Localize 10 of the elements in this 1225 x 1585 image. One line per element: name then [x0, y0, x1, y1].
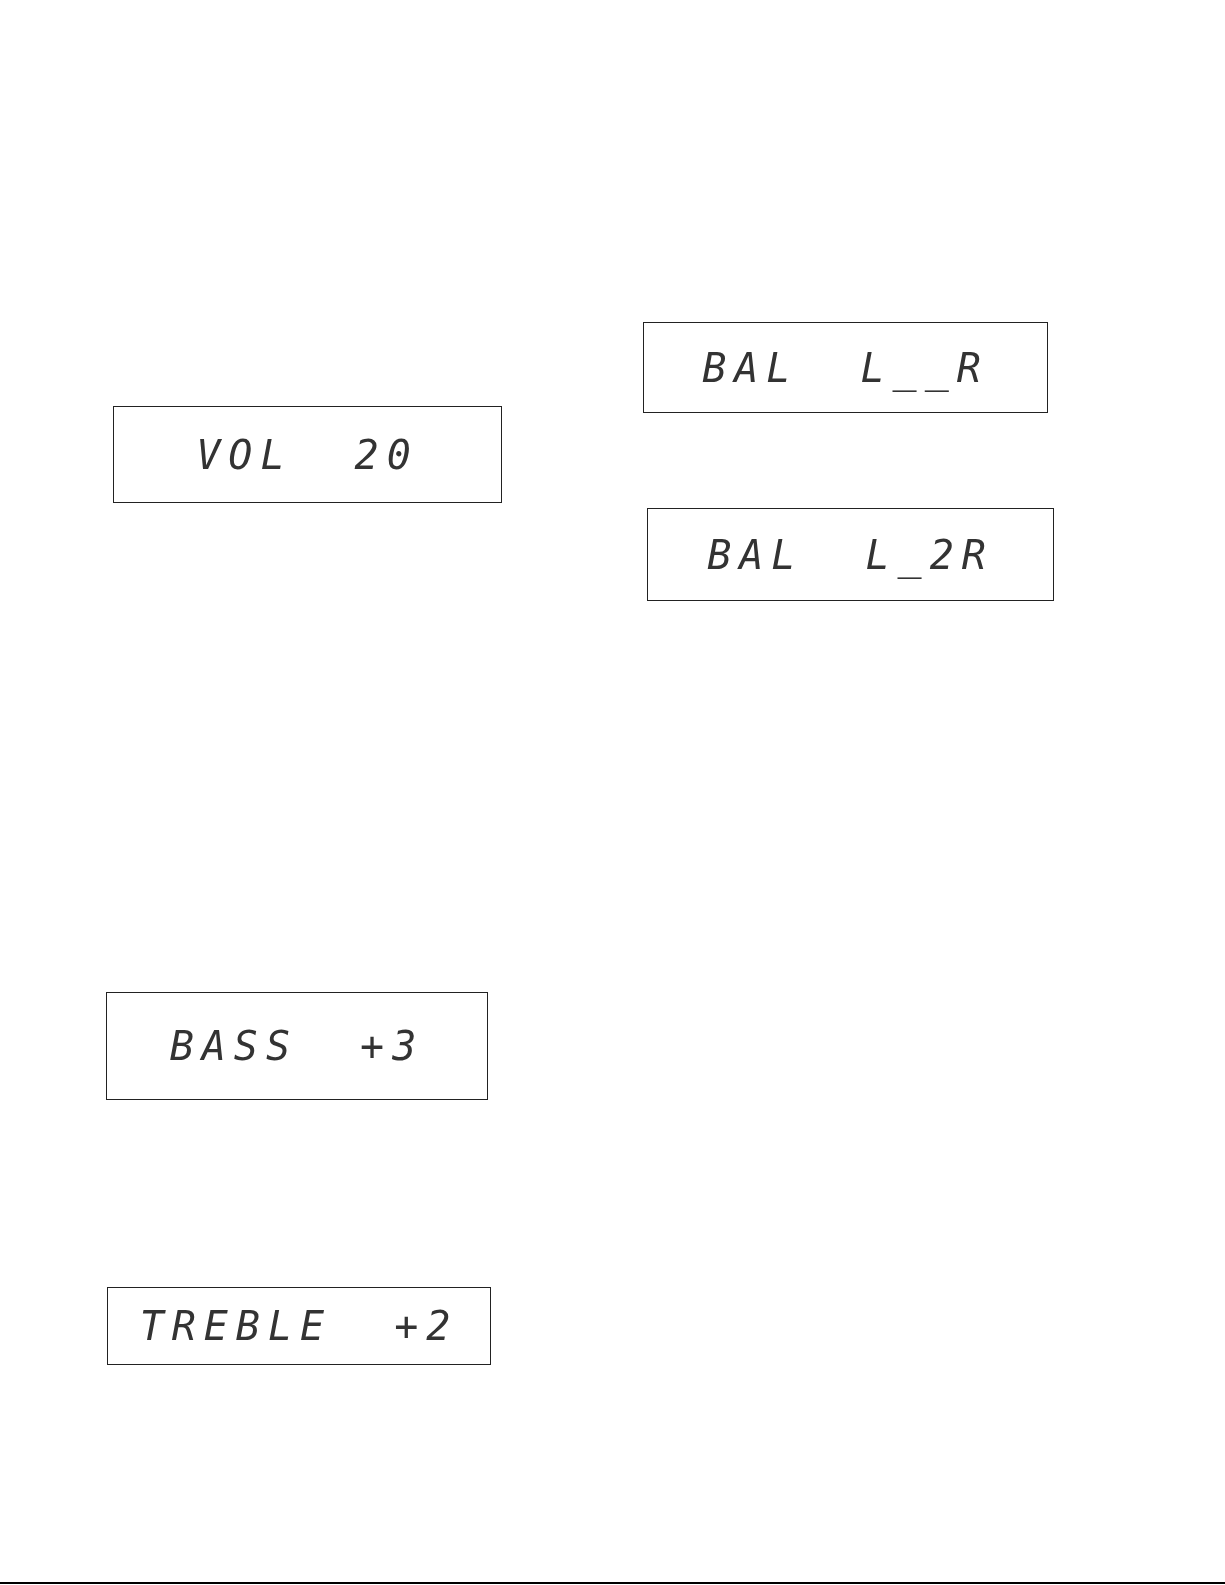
display-readout: BAL L__R	[702, 344, 989, 391]
display-panel	[106, 992, 488, 1100]
display-readout: VOL 20	[196, 431, 419, 478]
display-panel	[107, 1287, 491, 1365]
display-readout: BASS +3	[169, 1023, 425, 1069]
display-readout: BAL L_2R	[707, 531, 994, 578]
display-panel	[643, 322, 1048, 413]
display-readout: TREBLE +2	[139, 1303, 459, 1349]
display-panel	[647, 508, 1054, 601]
display-panel	[113, 406, 502, 503]
